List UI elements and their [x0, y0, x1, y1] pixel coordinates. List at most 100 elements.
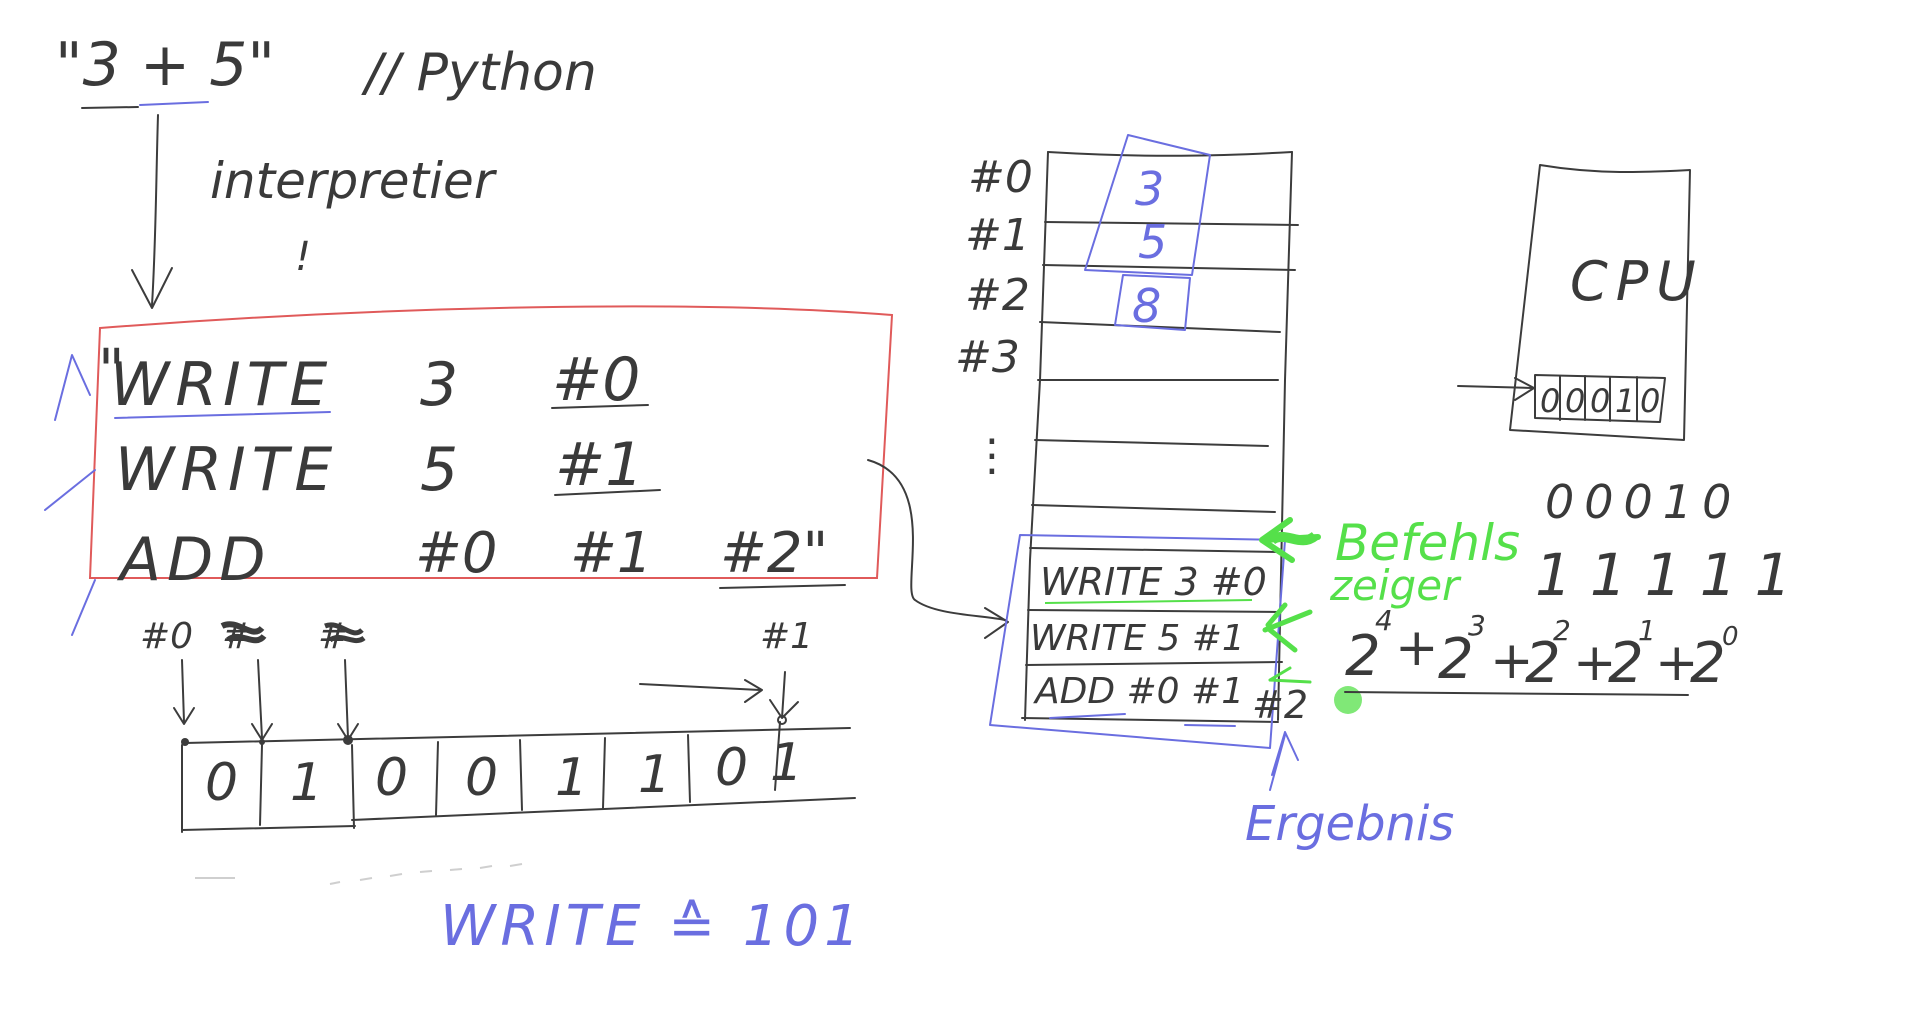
instruction-row-2-address: #1	[555, 430, 643, 500]
bit-cell-6: 1	[638, 745, 671, 805]
bit-marker-0: #0	[140, 616, 193, 657]
plus-4: +	[1655, 633, 1699, 693]
binary-value: 00010	[1545, 475, 1741, 529]
result-address: #2	[1252, 683, 1308, 727]
row-2-address-underline	[554, 489, 661, 496]
memory-dots: ⋮	[970, 430, 1014, 481]
sum-underline	[1344, 691, 1689, 696]
memory-address-0: #0	[968, 152, 1033, 203]
bit-cell-divider-6	[687, 734, 691, 803]
memory-row-line-1	[1044, 221, 1299, 226]
program-line-2: WRITE 5 #1	[1030, 618, 1245, 659]
cpu-label: CPU	[1570, 250, 1704, 313]
row-1-address-underline	[551, 404, 649, 409]
power-term-4-base: 2	[1608, 631, 1644, 696]
program-line-3-underline	[1049, 713, 1236, 727]
box-to-memory-arrowhead	[984, 607, 1009, 639]
program-line-3: ADD #0 #1	[1033, 671, 1244, 712]
pointer-marker-3-blob	[1334, 686, 1362, 714]
cpu-register-bit-5: 0	[1640, 382, 1660, 420]
instruction-row-2-value: 5	[420, 435, 458, 505]
bit-arrow-3-lead	[639, 679, 763, 703]
power-term-5-base: 2	[1690, 631, 1726, 696]
pointer-label-1: Befehls	[1335, 514, 1520, 572]
program-line-1: WRITE 3 #0	[1040, 560, 1267, 604]
memory-value-1: 5	[1138, 215, 1167, 269]
memory-row-line-10	[1021, 717, 1279, 723]
cpu-register-bit-4: 1	[1615, 382, 1635, 420]
interpreter-arrowhead	[131, 267, 173, 309]
cpu-register-bit-1: 0	[1540, 382, 1560, 420]
program-line-1-underline	[1044, 599, 1253, 604]
instruction-row-1-address: #0	[552, 345, 640, 415]
instruction-row-3-op: ADD	[116, 525, 271, 595]
program-region	[989, 534, 1286, 749]
result-pointer-arrow	[1269, 731, 1299, 791]
power-term-2-exp: 3	[1468, 609, 1486, 642]
memory-address-2: #2	[965, 270, 1030, 321]
instruction-row-3-arg-1: #0	[415, 521, 498, 586]
instruction-row-1-op: WRITE	[110, 350, 333, 420]
power-term-1-exp: 4	[1375, 604, 1393, 637]
power-term-1-base: 2	[1345, 624, 1381, 689]
interpreter-mark: !	[295, 234, 311, 280]
power-term-3-exp: 2	[1553, 614, 1571, 647]
pointer-arrow-3	[71, 579, 96, 636]
faint-dashes	[195, 863, 523, 885]
bit-cell-3: 0	[375, 748, 408, 808]
expression-underline-black	[81, 106, 139, 109]
bit-cell-1: 0	[205, 753, 238, 813]
result-value-highlight	[1114, 274, 1191, 331]
bit-dot-3	[777, 715, 787, 725]
row-3-result-underline	[719, 584, 846, 589]
result-label: Ergebnis	[1245, 796, 1454, 852]
bit-cell-divider-1	[259, 744, 263, 826]
power-term-4-exp: 1	[1638, 614, 1656, 647]
bit-cell-4: 0	[465, 748, 498, 808]
expression-text: "3 + 5"	[55, 30, 275, 100]
pointer-arrow-2	[44, 469, 96, 511]
pointer-marker-1-fill	[1268, 531, 1319, 546]
scribble-2	[324, 622, 366, 644]
bit-strip-top	[184, 727, 851, 744]
memory-row-line-2	[1042, 264, 1296, 271]
memory-row-line-8	[1027, 609, 1281, 613]
bit-cell-divider-7	[774, 721, 781, 791]
bit-cell-divider-4	[519, 739, 523, 811]
bit-arrow-3	[769, 671, 799, 719]
instruction-open-quote: "	[98, 336, 125, 404]
memory-top-edge	[1047, 151, 1293, 157]
interpreter-label: interpretier	[210, 152, 498, 210]
memory-row-line-6	[1031, 504, 1276, 513]
bit-cell-divider-3	[435, 741, 439, 816]
scribble-1	[220, 621, 267, 644]
memory-row-line-3	[1039, 321, 1281, 333]
instruction-box	[88, 305, 894, 579]
cpu-box	[1509, 164, 1691, 441]
bit-cell-7: 0	[715, 738, 748, 798]
box-to-memory-arrow	[867, 459, 1006, 621]
plus-3: +	[1573, 633, 1617, 693]
bit-arrow-2	[337, 659, 359, 741]
write-underline-blue	[114, 411, 331, 419]
bit-arrow-0	[173, 659, 195, 725]
pointer-marker-3	[1268, 666, 1312, 684]
memory-value-0: 3	[1135, 162, 1164, 216]
memory-value-2: 8	[1132, 279, 1161, 333]
write-encoding-caption: WRITE ≙ 101	[440, 894, 865, 959]
memory-address-3: #3	[955, 332, 1020, 383]
memory-row-line-5	[1034, 439, 1269, 447]
bit-cell-divider-2	[351, 744, 355, 829]
pointer-arrow-1	[54, 354, 91, 421]
values-highlight	[1084, 134, 1211, 276]
bit-arrow-1	[251, 659, 273, 741]
bit-cell-2: 1	[290, 753, 323, 813]
instruction-row-3-arg-2: #1	[570, 521, 653, 586]
bit-marker-1: #1	[760, 616, 813, 657]
memory-right-edge	[1277, 151, 1293, 721]
cpu-register-dividers	[1559, 375, 1638, 422]
instruction-row-2-op: WRITE	[115, 435, 338, 505]
pointer-marker-2	[1262, 602, 1313, 653]
memory-address-1: #1	[965, 210, 1030, 261]
